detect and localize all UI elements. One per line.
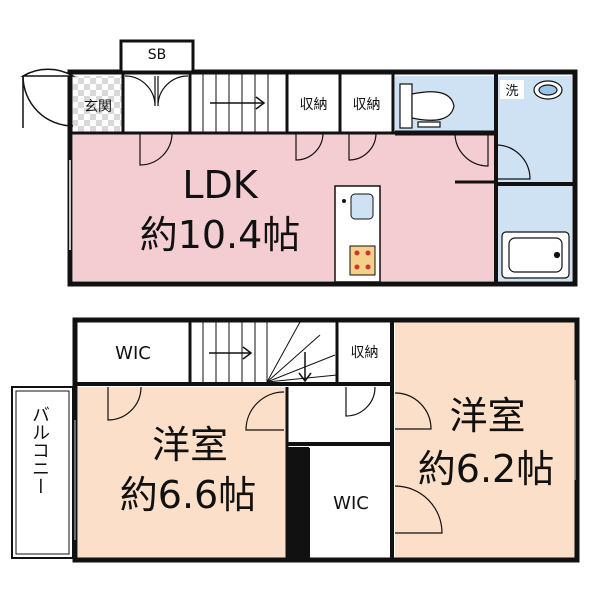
storage-label-2: 収納 xyxy=(352,97,381,113)
balcony-label: バルコニー xyxy=(29,405,50,495)
wash-label: 洗 xyxy=(500,80,524,99)
washbasin-icon xyxy=(533,80,563,100)
door-swings-lower xyxy=(107,386,443,534)
genkan-label: 玄関 xyxy=(84,99,112,115)
ldk-name-label: LDK xyxy=(182,163,258,207)
shoe-box xyxy=(119,39,195,74)
storage-lower-label: 収納 xyxy=(350,345,379,361)
room-left-name-label: 洋室 xyxy=(151,423,228,467)
stair-arrow-down-icon xyxy=(298,352,312,383)
upper-floor xyxy=(20,39,578,287)
stair-arrow-upper-icon xyxy=(210,96,266,110)
kitchen-counter xyxy=(334,185,381,283)
bathtub-icon xyxy=(501,231,570,279)
room-left-area xyxy=(78,387,287,558)
balcony-area xyxy=(11,386,74,559)
room-right-area xyxy=(395,322,575,558)
stair-arrow-lower-icon xyxy=(209,346,253,360)
lower-floor xyxy=(11,317,580,563)
room-right-name-label: 洋室 xyxy=(449,394,526,438)
wic-center-label: WIC xyxy=(333,493,369,514)
lower-stairs xyxy=(202,321,338,383)
room-left-size-label: 約6.6帖 xyxy=(119,473,257,517)
ldk-area xyxy=(73,134,496,281)
genkan-tile xyxy=(73,76,123,133)
storage-label-1: 収納 xyxy=(299,97,328,113)
wic-left-label: WIC xyxy=(115,343,151,364)
toilet-icon xyxy=(399,83,455,129)
ldk-size-label: 約10.4帖 xyxy=(139,213,301,257)
room-right-size-label: 約6.2帖 xyxy=(417,447,555,491)
door-swings-upper xyxy=(124,75,531,180)
sb-label: SB xyxy=(147,47,167,63)
